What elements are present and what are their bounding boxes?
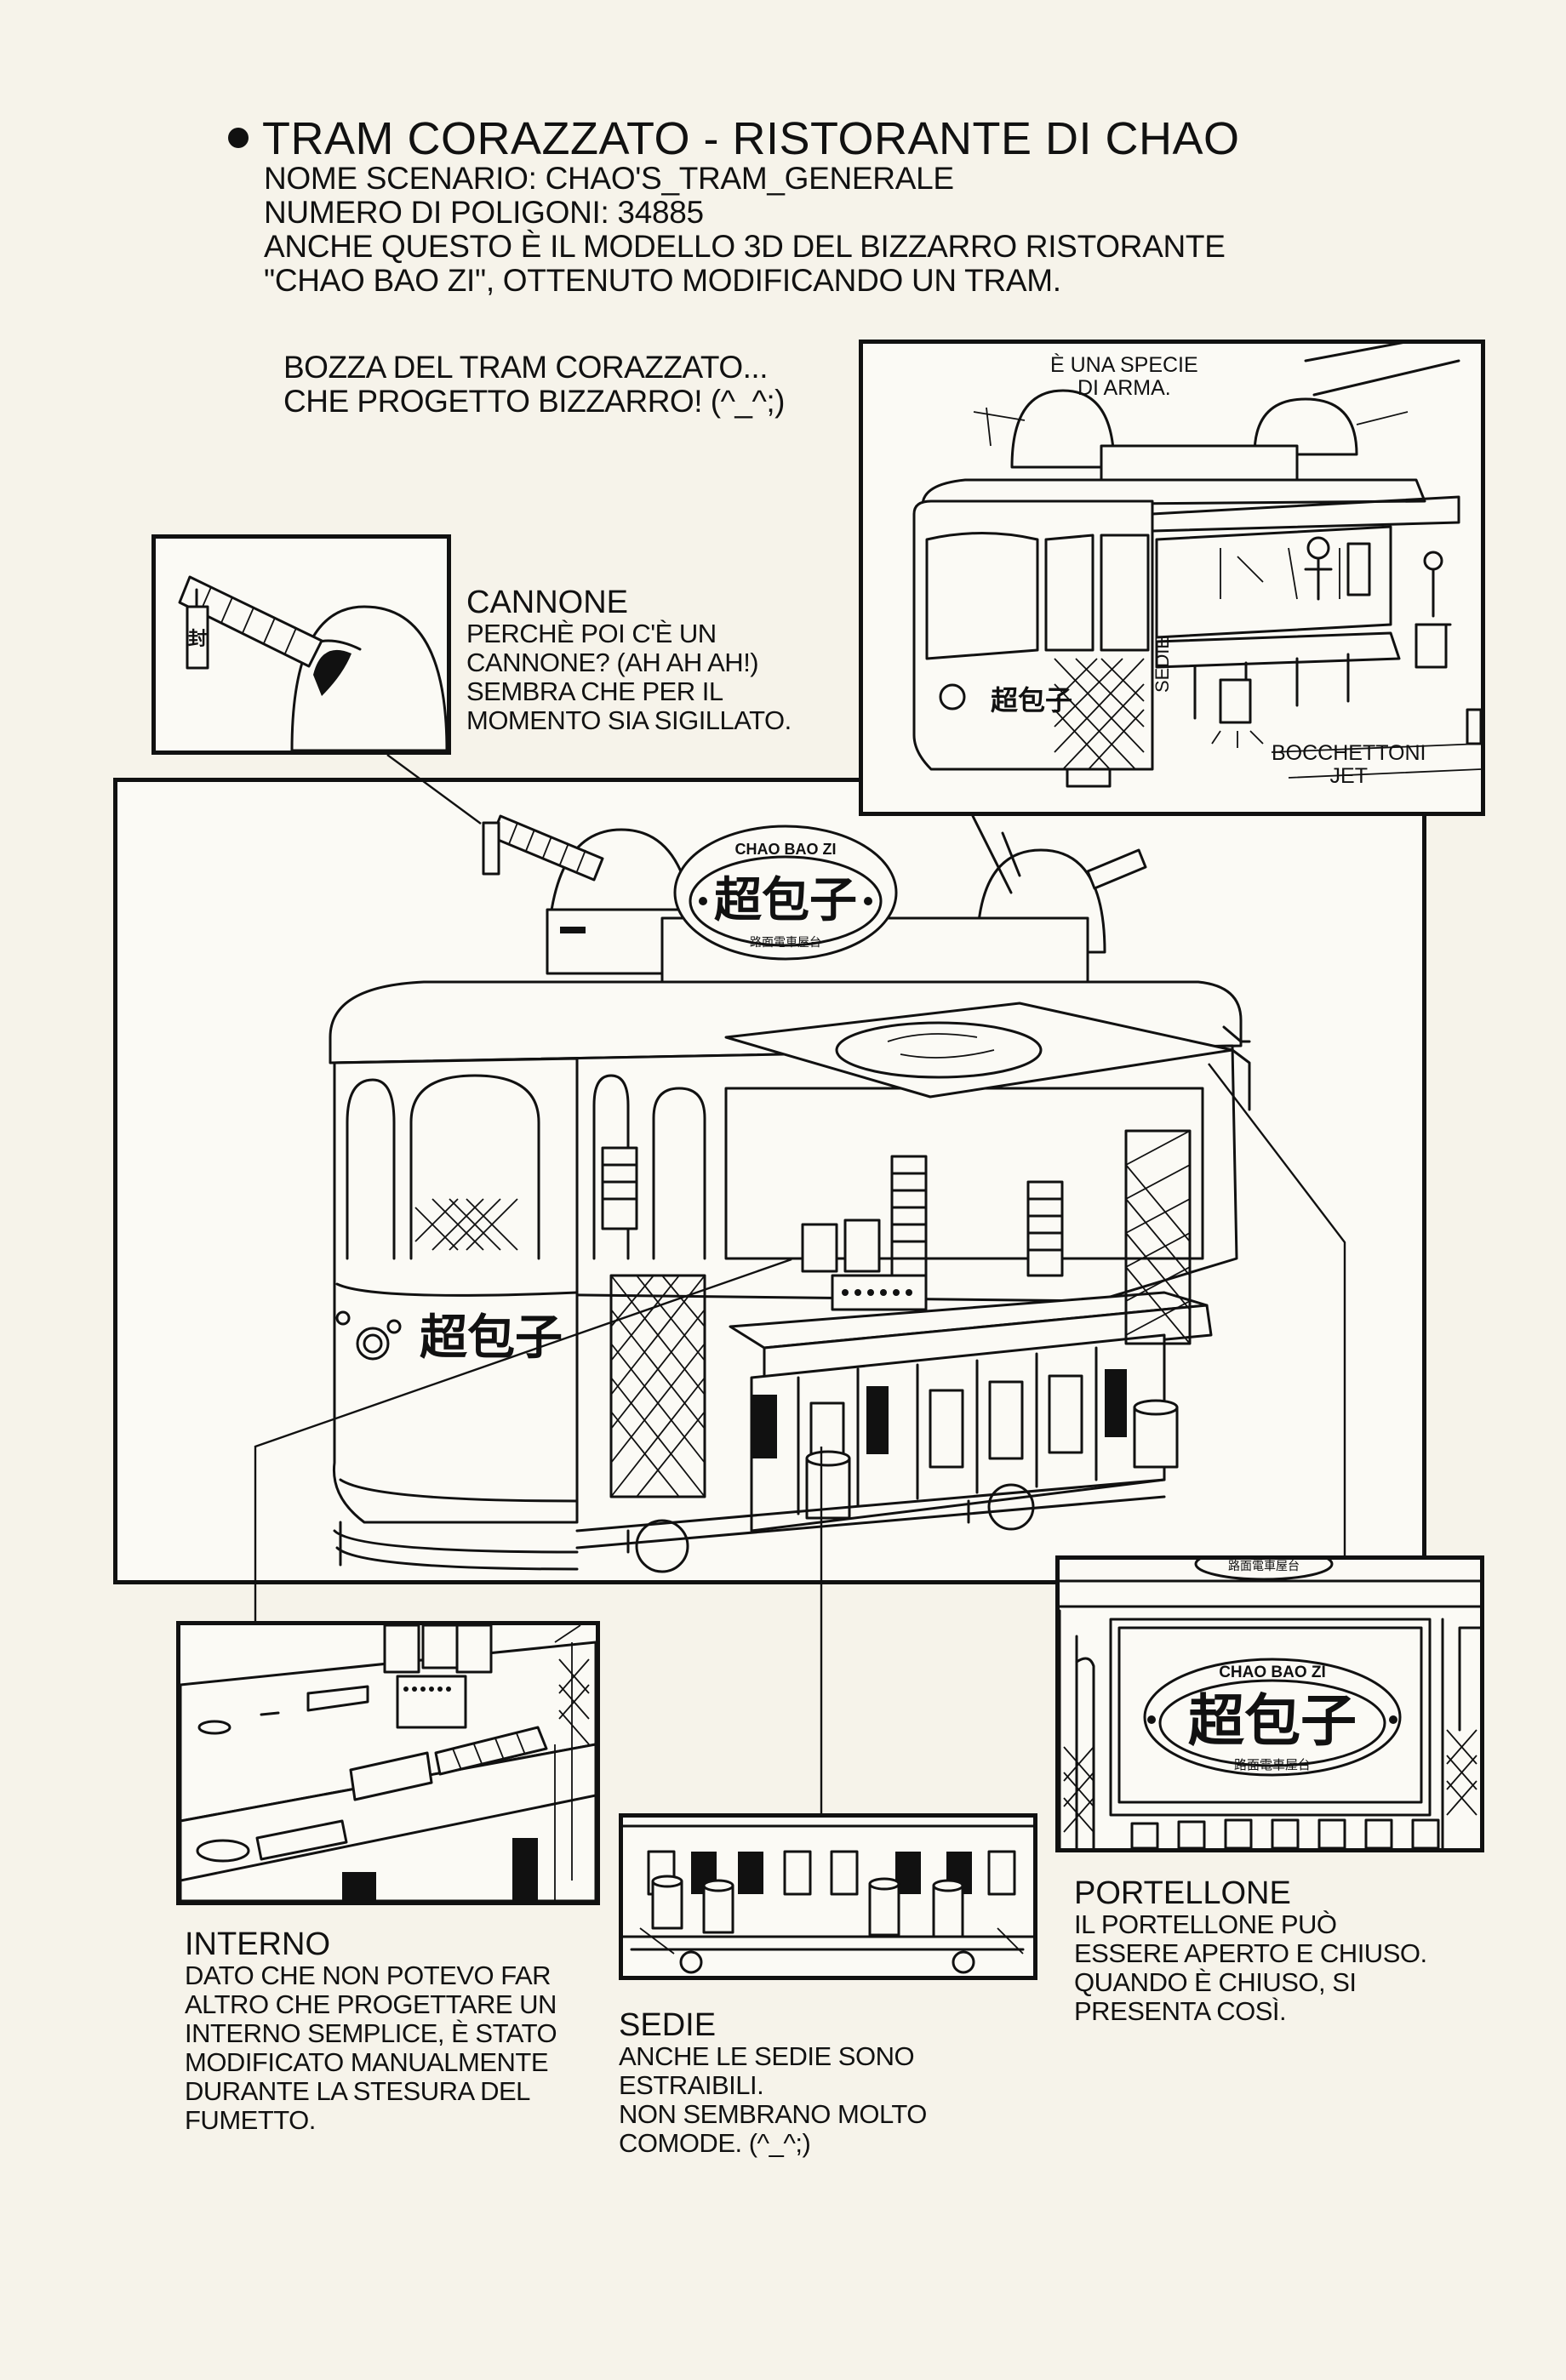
- header-line-description: ANCHE QUESTO È IL MODELLO 3D DEL BIZZARR…: [264, 229, 1226, 264]
- cannon-barrel-icon: [178, 575, 323, 668]
- stool-icon: [651, 1875, 964, 1938]
- portellone-line: PRESENTA COSÌ.: [1074, 1996, 1287, 2026]
- sketch-caption-line: CHE PROGETTO BIZZARRO! (^_^;): [283, 384, 785, 419]
- cannone-line: MOMENTO SIA SIGILLATO.: [466, 705, 792, 735]
- sign-sub-text: 路面電車屋台: [750, 935, 821, 950]
- sedie-caption: SEDIE ANCHE LE SEDIE SONO ESTRAIBILI. NO…: [619, 2008, 927, 2158]
- cannon-barrel-icon: [482, 814, 604, 882]
- interno-caption: INTERNO DATO CHE NON POTEVO FAR ALTRO CH…: [185, 1927, 557, 2135]
- note-weapon: È UNA SPECIE DI ARMA.: [1050, 354, 1198, 400]
- sedie-panel: [619, 1813, 1037, 1980]
- interno-line: DURANTE LA STESURA DEL: [185, 2076, 530, 2106]
- sedie-line: NON SEMBRANO MOLTO: [619, 2099, 927, 2129]
- cannone-line: SEMBRA CHE PER IL: [466, 676, 723, 706]
- steamer-stacks: [601, 1146, 1064, 1281]
- bullet-icon: [228, 128, 249, 148]
- cannone-title: CANNONE: [466, 585, 629, 620]
- portellone-line: ESSERE APERTO E CHIUSO.: [1074, 1938, 1427, 1968]
- sign-sub-text: 路面電車屋台: [1234, 1757, 1311, 1772]
- note-line: DI ARMA.: [1077, 376, 1171, 400]
- seats-closeup: [623, 1824, 1033, 1974]
- tram-3d-render: 超包子: [329, 814, 1251, 1573]
- tram-sketch: 超包子: [912, 344, 1481, 788]
- cannone-line: CANNONE? (AH AH AH!): [466, 648, 759, 677]
- interno-line: DATO CHE NON POTEVO FAR: [185, 1961, 552, 1990]
- interno-line: INTERNO SEMPLICE, È STATO: [185, 2018, 557, 2048]
- interno-line: FUMETTO.: [185, 2105, 316, 2135]
- interno-panel: [176, 1621, 600, 1905]
- interno-line: MODIFICATO MANUALMENTE: [185, 2047, 549, 2077]
- header-line-description-2: "CHAO BAO ZI", OTTENUTO MODIFICANDO UN T…: [264, 263, 1061, 298]
- sedie-line: ANCHE LE SEDIE SONO: [619, 2041, 915, 2071]
- header-line-polygons: NUMERO DI POLIGONI: 34885: [264, 195, 704, 230]
- interno-line: ALTRO CHE PROGETTARE UN: [185, 1989, 557, 2019]
- sign-top-text: CHAO BAO ZI: [735, 841, 837, 858]
- sketch-panel: 超包子 È UNA SPECIE DI ARMA. SEDIE BOCCHETT…: [859, 340, 1485, 816]
- portellone-caption: PORTELLONE IL PORTELLONE PUÒ ESSERE APER…: [1074, 1876, 1427, 2026]
- seal-char: 封: [188, 629, 207, 650]
- roof-sign: CHAO BAO ZI 超包子 路面電車屋台: [673, 825, 898, 961]
- note-line: JET: [1329, 764, 1368, 788]
- cannon-closeup: 封: [178, 575, 447, 751]
- header-line-scenario: NOME SCENARIO: CHAO'S_TRAM_GENERALE: [264, 161, 954, 196]
- sign-sub-text: 路面電車屋台: [1228, 1560, 1300, 1573]
- sign-main-text: 超包子: [1188, 1688, 1357, 1754]
- page-title: TRAM CORAZZATO - RISTORANTE DI CHAO: [262, 113, 1240, 164]
- seal-tag: [186, 605, 209, 670]
- sketch-caption: BOZZA DEL TRAM CORAZZATO... CHE PROGETTO…: [283, 351, 785, 419]
- sedie-title: SEDIE: [619, 2007, 717, 2043]
- sign-main-text: 超包子: [714, 873, 857, 928]
- portellone-line: QUANDO È CHIUSO, SI: [1074, 1967, 1357, 1997]
- note-line: BOCCHETTONI: [1272, 741, 1426, 765]
- cannone-panel: 封: [151, 534, 451, 755]
- stool-icon: [805, 1399, 1179, 1520]
- sedie-line: ESTRAIBILI.: [619, 2070, 764, 2100]
- interior-closeup: [180, 1625, 596, 1901]
- hatch-closeup: 路面電車屋台 CHAO BAO ZI 超包子 路面電車屋台: [1060, 1560, 1480, 1848]
- cannone-caption: CANNONE PERCHÈ POI C'È UN CANNONE? (AH A…: [466, 585, 792, 735]
- portellone-panel: 路面電車屋台 CHAO BAO ZI 超包子 路面電車屋台: [1055, 1555, 1484, 1852]
- main-model-panel: 超包子: [113, 778, 1426, 1584]
- portellone-line: IL PORTELLONE PUÒ: [1074, 1909, 1337, 1939]
- note-line: È UNA SPECIE: [1050, 353, 1198, 377]
- interno-title: INTERNO: [185, 1926, 330, 1962]
- portellone-title: PORTELLONE: [1074, 1875, 1291, 1911]
- sketch-caption-line: BOZZA DEL TRAM CORAZZATO...: [283, 350, 768, 385]
- note-jets: BOCCHETTONI JET: [1272, 742, 1426, 788]
- sign-top-text: CHAO BAO ZI: [1219, 1664, 1326, 1681]
- tram-logo-text: 超包子: [420, 1310, 563, 1366]
- cannone-line: PERCHÈ POI C'È UN: [466, 619, 717, 648]
- sedie-line: COMODE. (^_^;): [619, 2128, 811, 2158]
